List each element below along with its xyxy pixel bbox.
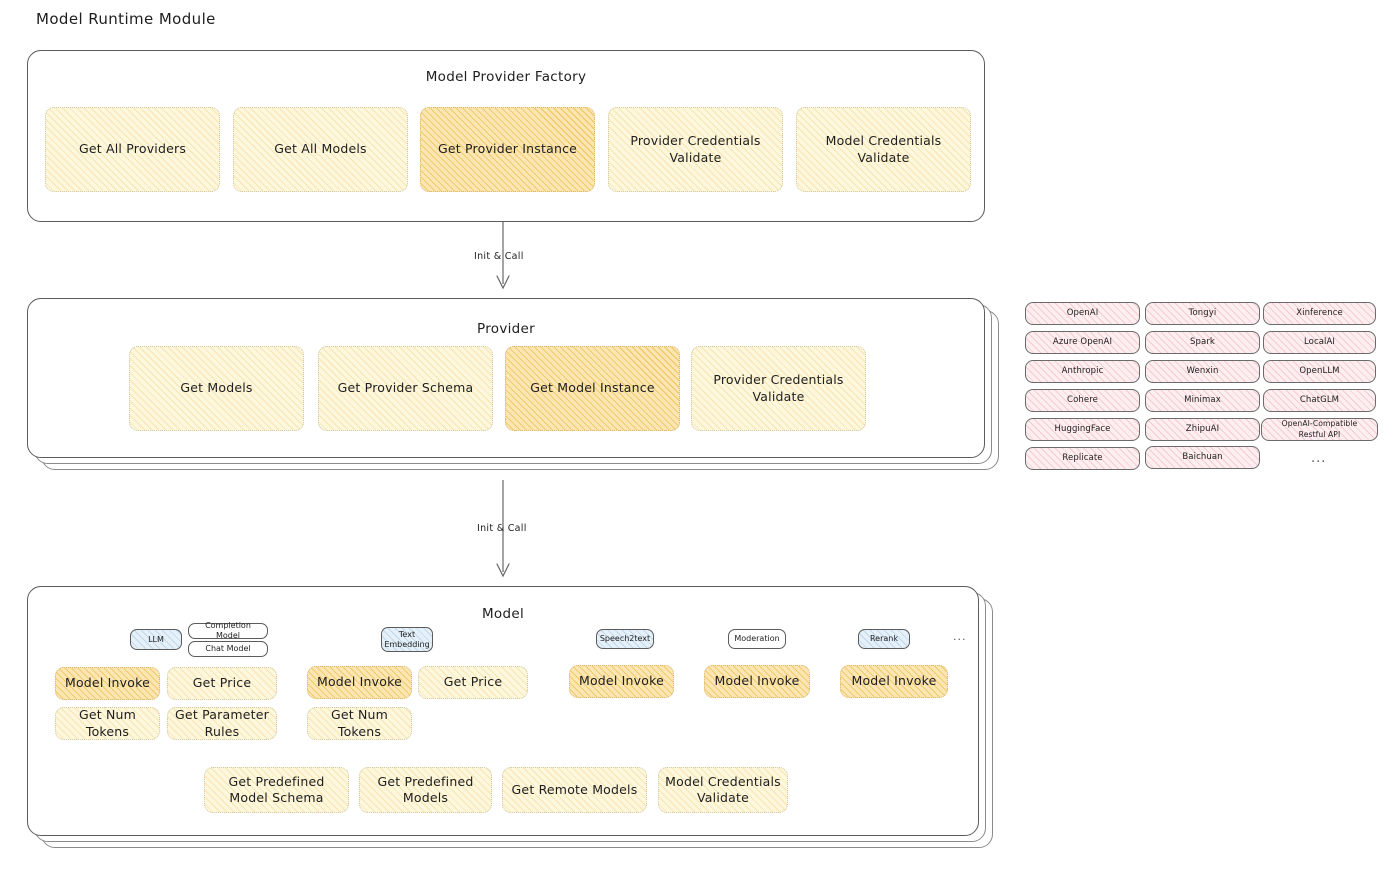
arrow-provider-to-model [496,480,510,578]
model-types-ellipsis: ... [953,630,967,643]
provider-pill-openai-compatible-restful-api[interactable]: OpenAI-Compatible Restful API [1261,418,1378,441]
model-sub-badge-completion-model[interactable]: Completion Model [188,621,268,640]
factory-box-model-credentials-validate[interactable]: Model Credentials Validate [796,107,971,192]
model-provider-factory-panel: Model Provider Factory Get All Providers… [27,50,985,222]
provider-pill-replicate[interactable]: Replicate [1025,447,1140,470]
model-method-llm-get-parameter-rules[interactable]: Get Parameter Rules [167,707,277,740]
model-shared-get-predefined-models[interactable]: Get Predefined Models [359,767,492,813]
provider-pill-minimax[interactable]: Minimax [1145,389,1260,412]
model-type-badge-rerank[interactable]: Rerank [858,629,910,649]
provider-pill-openllm[interactable]: OpenLLM [1263,360,1376,383]
model-type-badge-text-embedding[interactable]: Text Embedding [381,627,433,652]
factory-box-get-provider-instance[interactable]: Get Provider Instance [420,107,595,192]
provider-pill-anthropic[interactable]: Anthropic [1025,360,1140,383]
model-method-llm-get-num-tokens[interactable]: Get Num Tokens [55,707,160,740]
provider-pill-baichuan[interactable]: Baichuan [1145,446,1260,469]
provider-box-get-model-instance[interactable]: Get Model Instance [505,346,680,431]
provider-pill-wenxin[interactable]: Wenxin [1145,360,1260,383]
provider-pill-azure-openai[interactable]: Azure OpenAI [1025,331,1140,354]
model-method-rerank-model-invoke[interactable]: Model Invoke [840,665,948,698]
provider-pill-chatglm[interactable]: ChatGLM [1263,389,1376,412]
provider-title: Provider [477,321,535,337]
provider-pill-localai[interactable]: LocalAI [1263,331,1376,354]
factory-box-provider-credentials-validate[interactable]: Provider Credentials Validate [608,107,783,192]
model-method-llm-model-invoke[interactable]: Model Invoke [55,667,160,700]
provider-pill-openai[interactable]: OpenAI [1025,302,1140,325]
model-title: Model [481,606,525,622]
model-panel: Model LLM Completion Model Chat Model Mo… [27,586,979,836]
model-method-llm-get-price[interactable]: Get Price [167,667,277,700]
model-shared-model-credentials-validate[interactable]: Model Credentials Validate [658,767,788,813]
model-shared-get-remote-models[interactable]: Get Remote Models [502,767,647,813]
provider-box-provider-credentials-validate[interactable]: Provider Credentials Validate [691,346,866,431]
provider-pill-xinference[interactable]: Xinference [1263,302,1376,325]
provider-pill-tongyi[interactable]: Tongyi [1145,302,1260,325]
model-type-badge-llm[interactable]: LLM [130,629,182,650]
model-shared-get-predefined-model-schema[interactable]: Get Predefined Model Schema [204,767,349,813]
factory-box-get-all-providers[interactable]: Get All Providers [45,107,220,192]
model-method-text-embedding-get-num-tokens[interactable]: Get Num Tokens [307,707,412,740]
provider-pill-cohere[interactable]: Cohere [1025,389,1140,412]
provider-pill-huggingface[interactable]: HuggingFace [1025,418,1140,441]
provider-panel: Provider Get Models Get Provider Schema … [27,298,985,458]
model-method-moderation-model-invoke[interactable]: Model Invoke [704,665,810,698]
model-method-text-embedding-model-invoke[interactable]: Model Invoke [307,666,412,699]
model-provider-factory-title: Model Provider Factory [425,69,587,85]
provider-pill-spark[interactable]: Spark [1145,331,1260,354]
model-method-speech2text-model-invoke[interactable]: Model Invoke [569,665,674,698]
arrow-label-init-call-1: Init & Call [474,251,524,262]
model-type-badge-speech2text[interactable]: Speech2text [596,629,654,649]
provider-box-get-provider-schema[interactable]: Get Provider Schema [318,346,493,431]
provider-pill-zhipuai[interactable]: ZhipuAI [1145,418,1260,441]
provider-box-get-models[interactable]: Get Models [129,346,304,431]
page-title: Model Runtime Module [36,10,216,28]
arrow-factory-to-provider [496,222,510,290]
model-method-text-embedding-get-price[interactable]: Get Price [418,666,528,699]
model-sub-badge-chat-model[interactable]: Chat Model [188,641,268,657]
arrow-label-init-call-2: Init & Call [477,523,527,534]
model-type-badge-moderation[interactable]: Moderation [728,629,786,649]
factory-box-get-all-models[interactable]: Get All Models [233,107,408,192]
provider-list-ellipsis: ... [1311,451,1327,466]
